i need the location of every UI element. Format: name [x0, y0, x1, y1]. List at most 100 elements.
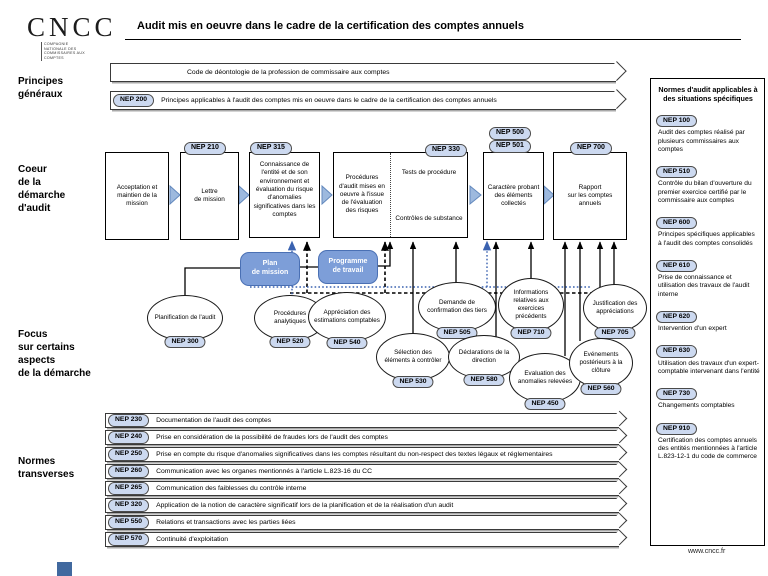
oval-shape — [376, 333, 450, 381]
right-panel-item-nep620: NEP 620 Intervention d'un expert — [656, 305, 760, 334]
oval-text: Informations relatives aux exercices pré… — [513, 289, 549, 320]
page-title: Audit mis en oeuvre dans le cadre de la … — [137, 20, 524, 32]
website-url: www.cncc.fr — [688, 548, 726, 555]
oval-appreciation-estimations: Appréciation des estimations comptables … — [308, 292, 386, 349]
box-acceptation: Acceptation et maintien de la mission — [105, 152, 169, 240]
banner-text: Communication avec les organes mentionné… — [156, 468, 372, 475]
banner-text: Prise en compte du risque d'anomalies si… — [156, 451, 553, 458]
oval-informations-exercices: Informations relatives aux exercices pré… — [498, 278, 564, 339]
title-bar: Audit mis en oeuvre dans le cadre de la … — [125, 14, 741, 40]
nep-badge-501: NEP 501 — [489, 140, 531, 153]
banner-text: Application de la notion de caractère si… — [156, 502, 454, 509]
banner-nep-230: NEP 230 Documentation de l'audit des com… — [105, 413, 619, 428]
nep-badge-560: NEP 560 — [580, 382, 622, 395]
oval-text: Procédures analytiques — [273, 310, 307, 325]
nep-badge: NEP 600 — [656, 217, 698, 230]
section-label-principes: Principes généraux — [18, 76, 64, 100]
nep-badge-530: NEP 530 — [392, 375, 434, 388]
banner-text: Documentation de l'audit des comptes — [156, 417, 272, 424]
oval-selection-elements: Sélection des éléments à contrôler NEP 5… — [376, 333, 450, 388]
flow-chevrons — [169, 184, 555, 206]
right-panel-item-nep610: NEP 610 Prise de connaissance et utilisa… — [656, 254, 760, 299]
box-plan-de-mission: Plan de mission — [240, 252, 300, 286]
nep-badge-450: NEP 450 — [524, 397, 566, 410]
banner-nep-550: NEP 550 Relations et transactions avec l… — [105, 515, 619, 530]
nep-badge-710: NEP 710 — [510, 326, 552, 339]
nep-badge-315: NEP 315 — [250, 142, 292, 155]
nep-badge-210: NEP 210 — [184, 142, 226, 155]
banner-nep-250: NEP 250 Prise en compte du risque d'anom… — [105, 447, 619, 462]
oval-evenements-posterieurs: Evénements postérieurs à la clôture NEP … — [569, 338, 633, 395]
cncc-logo-text: CNCC — [27, 12, 117, 42]
banner-text: Communication des faiblesses du contrôle… — [156, 485, 307, 492]
box-procedures-audit: Procédures d'audit mises en oeuvre à l'i… — [334, 153, 391, 237]
box-programme-travail: Programme de travail — [318, 250, 378, 284]
box-tests-procedure: Tests de procédure — [401, 169, 457, 176]
right-panel-item-text: Intervention d'un expert — [658, 325, 727, 333]
nep-badge: NEP 730 — [656, 388, 698, 401]
nep-badge: NEP 510 — [656, 166, 698, 179]
nep-badge: NEP 320 — [108, 499, 150, 512]
box-rapport: Rapport sur les comptes annuels — [553, 152, 627, 240]
corner-decoration — [57, 562, 72, 576]
nep-badge: NEP 230 — [108, 414, 150, 427]
right-panel-item-text: Certification des comptes annuels des en… — [658, 437, 758, 461]
right-panel-item-nep100: NEP 100 Audit des comptes réalisé par pl… — [656, 109, 760, 154]
right-panel-normes-specifiques: Normes d'audit applicables à des situati… — [650, 78, 765, 546]
oval-text: Déclarations de la direction — [458, 349, 510, 364]
nep-badge: NEP 550 — [108, 516, 150, 529]
oval-demande-confirmation: Demande de confirmation des tiers NEP 50… — [418, 282, 496, 339]
oval-shape — [569, 338, 633, 388]
banner-nep-320: NEP 320 Application de la notion de cara… — [105, 498, 619, 513]
banner-nep-260: NEP 260 Communication avec les organes m… — [105, 464, 619, 479]
section-label-normes: Normes transverses — [18, 456, 75, 480]
box-controles-substance: Contrôles de substance — [395, 214, 463, 222]
nep-badge: NEP 630 — [656, 345, 698, 358]
banner-text: Continuité d'exploitation — [156, 536, 229, 543]
oval-text: Evénements postérieurs à la clôture — [579, 351, 623, 374]
box-procedures-tests: Procédures d'audit mises en oeuvre à l'i… — [333, 152, 468, 238]
oval-planification: Planification de l'audit NEP 300 — [147, 295, 223, 348]
right-panel-item-text: Utilisation des travaux d'un expert-comp… — [658, 359, 760, 375]
oval-text: Sélection des éléments à contrôler — [384, 349, 442, 364]
oval-text: Appréciation des estimations comptables — [314, 309, 380, 324]
right-panel-title: Normes d'audit applicables à des situati… — [658, 85, 758, 103]
banner-nep-570: NEP 570 Continuité d'exploitation — [105, 532, 619, 547]
right-panel-item-text: Changements comptables — [658, 402, 735, 410]
section-label-coeur: Coeur de la démarche d'audit — [18, 164, 66, 214]
oval-shape — [147, 295, 223, 341]
banner-text: Prise en considération de la possibilité… — [156, 434, 388, 441]
nep-badge: NEP 910 — [656, 422, 698, 436]
nep-badge-540: NEP 540 — [326, 336, 368, 349]
right-panel-item-nep600: NEP 600 Principes spécifiques applicable… — [656, 211, 760, 248]
nep-badge-505: NEP 505 — [436, 326, 478, 339]
nep-badge: NEP 240 — [108, 431, 150, 444]
nep-badge: NEP 200 — [113, 94, 155, 107]
nep-badge-705: NEP 705 — [594, 326, 636, 339]
cncc-logo-subtitle: COMPAGNIE NATIONALE DES COMMISSAIRES AUX… — [41, 42, 117, 61]
nep-badge: NEP 250 — [108, 448, 150, 461]
nep-badge-500: NEP 500 — [489, 127, 531, 140]
box-caractere-probant: Caractère probant des éléments collectés — [483, 152, 544, 240]
nep-badge-300: NEP 300 — [164, 335, 206, 348]
nep-badge: NEP 620 — [656, 310, 698, 324]
oval-text: Justification des appréciations — [592, 300, 638, 315]
box-lettre-mission: Lettre de mission — [180, 152, 239, 240]
nep-badge-520: NEP 520 — [269, 335, 311, 348]
box-connaissance: Connaissance de l'entité et de son envir… — [249, 152, 320, 238]
right-panel-item-nep630: NEP 630 Utilisation des travaux d'un exp… — [656, 339, 760, 376]
oval-justification-appreciations: Justification des appréciations NEP 705 — [583, 284, 647, 339]
section-label-focus: Focus sur certains aspects de la démarch… — [18, 329, 91, 379]
right-panel-item-nep910: NEP 910 Certification des comptes annuel… — [656, 417, 760, 462]
nep-badge-330: NEP 330 — [425, 144, 467, 157]
banner-code-deontologie: Code de déontologie de la profession de … — [110, 63, 616, 82]
oval-text: Demande de confirmation des tiers — [427, 299, 487, 314]
banner-text: Code de déontologie de la profession de … — [187, 69, 390, 76]
banner-text: Principes applicables à l'audit des comp… — [161, 97, 497, 104]
oval-procedures-analytiques: Procédures analytiques NEP 520 — [254, 295, 326, 348]
nep-badge: NEP 610 — [656, 259, 698, 273]
right-panel-item-nep730: NEP 730 Changements comptables — [656, 382, 760, 411]
right-panel-item-text: Principes spécifiques applicables à l'au… — [658, 231, 755, 247]
nep-badge-700: NEP 700 — [570, 142, 612, 155]
